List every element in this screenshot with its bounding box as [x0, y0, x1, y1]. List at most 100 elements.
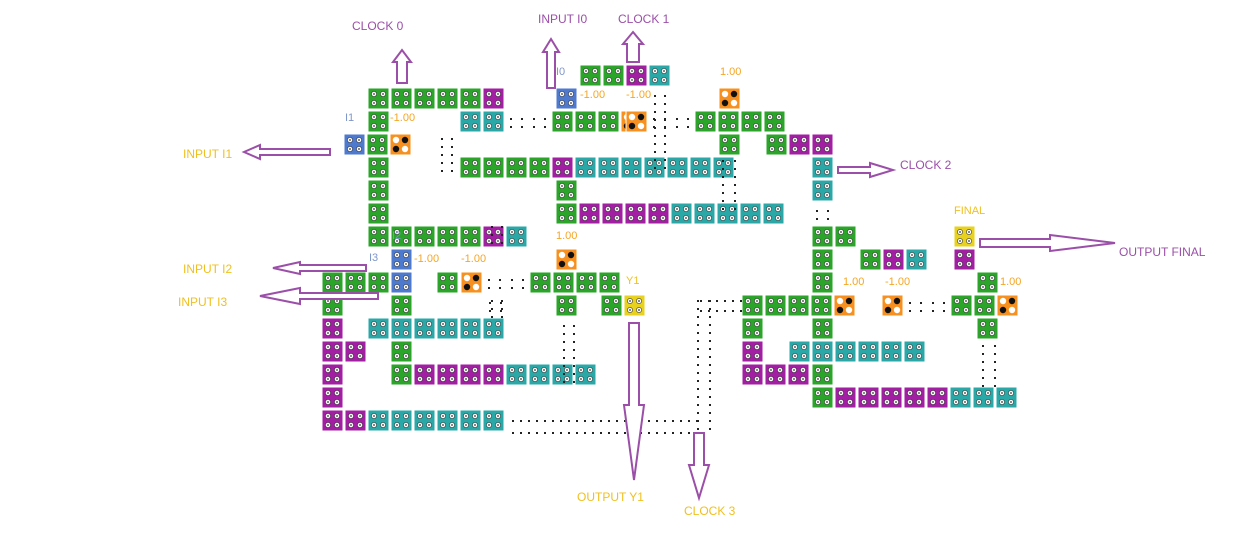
wire-tile	[390, 87, 413, 110]
wire-tile	[834, 386, 857, 409]
wire-dot	[724, 310, 726, 312]
wire-dot	[654, 143, 656, 145]
wire-tile	[459, 409, 482, 432]
wire-tile	[413, 317, 436, 340]
wire-dot	[491, 226, 493, 228]
wire-dot	[563, 325, 565, 327]
wire-tile	[390, 363, 413, 386]
wire-tile	[390, 409, 413, 432]
wire-dot	[664, 151, 666, 153]
wire-dot	[451, 146, 453, 148]
wire-dot	[709, 316, 711, 318]
wire-tile	[482, 363, 505, 386]
connector-dots	[489, 302, 502, 312]
node-label-i0: I0	[556, 66, 566, 78]
wire-tile	[811, 271, 834, 294]
wire-dot	[608, 420, 610, 422]
wire-dot	[654, 95, 656, 97]
pointer-arrow	[259, 286, 379, 306]
pointer-arrow	[241, 143, 331, 161]
wire-dot	[616, 432, 618, 434]
input-i2-label: INPUT I2	[183, 262, 233, 276]
wire-tile	[413, 87, 436, 110]
wire-dot	[654, 167, 656, 169]
wire-tile	[693, 202, 716, 225]
wire-dot	[994, 369, 996, 371]
wire-dot	[584, 432, 586, 434]
gate-tile	[881, 294, 904, 317]
pointer-arrow	[687, 432, 711, 502]
wire-tile	[505, 363, 528, 386]
wire-dot	[680, 420, 682, 422]
connector-dots	[816, 210, 829, 220]
wire-dot	[616, 420, 618, 422]
wire-dot	[709, 420, 711, 422]
wire-tile	[857, 340, 880, 363]
wire-dot	[697, 428, 699, 430]
wire-dot	[664, 103, 666, 105]
weight-label: 1.00	[843, 276, 865, 288]
node-label-i2: I2	[392, 230, 402, 242]
wire-dot	[688, 432, 690, 434]
wire-tile	[367, 225, 390, 248]
gate-tile	[389, 133, 412, 156]
wire-tile	[741, 363, 764, 386]
wire-dot	[734, 208, 736, 210]
wire-dot	[441, 146, 443, 148]
wire-tile	[367, 202, 390, 225]
wire-dot	[709, 412, 711, 414]
wire-tile	[344, 340, 367, 363]
wire-tile	[321, 340, 344, 363]
wire-tile	[811, 156, 834, 179]
pointer-arrow	[837, 161, 897, 179]
wire-dot	[732, 310, 734, 312]
wire-dot	[982, 377, 984, 379]
wire-tile	[459, 87, 482, 110]
wire-dot	[563, 357, 565, 359]
wire-dot	[709, 332, 711, 334]
wire-dot	[697, 348, 699, 350]
wire-dot	[740, 310, 742, 312]
wire-tile	[788, 340, 811, 363]
wire-dot	[664, 95, 666, 97]
wire-dot	[563, 365, 565, 367]
gate-tile	[833, 294, 856, 317]
wire-tile	[482, 110, 505, 133]
wire-tile	[765, 133, 788, 156]
wire-tile	[718, 133, 741, 156]
wire-dot	[654, 111, 656, 113]
wire-tile	[436, 317, 459, 340]
wire-dot	[708, 300, 710, 302]
wire-tile	[811, 248, 834, 271]
pointer-arrow	[541, 37, 561, 89]
wire-dot	[654, 119, 656, 121]
wire-tile	[995, 386, 1018, 409]
wire-tile	[598, 271, 621, 294]
wire-dot	[709, 396, 711, 398]
wire-dot	[722, 176, 724, 178]
wire-tile	[436, 225, 459, 248]
wire-dot	[552, 420, 554, 422]
wire-dot	[552, 432, 554, 434]
wire-tile	[366, 133, 389, 156]
wire-dot	[654, 159, 656, 161]
wire-dot	[709, 380, 711, 382]
node-label-final: FINAL	[954, 205, 986, 217]
gate-tile	[625, 110, 648, 133]
wire-dot	[491, 316, 493, 318]
wire-tile	[602, 64, 625, 87]
wire-tile	[949, 386, 972, 409]
input-tile	[343, 133, 366, 156]
connector-dots	[533, 118, 546, 128]
weight-label: -1.00	[580, 89, 606, 101]
wire-dot	[441, 170, 443, 172]
wire-tile	[459, 317, 482, 340]
wire-dot	[994, 377, 996, 379]
wire-dot	[697, 404, 699, 406]
wire-tile	[367, 156, 390, 179]
wire-dot	[536, 420, 538, 422]
wire-tile	[578, 202, 601, 225]
output-y1-label: OUTPUT Y1	[577, 490, 644, 504]
wire-tile	[973, 294, 996, 317]
